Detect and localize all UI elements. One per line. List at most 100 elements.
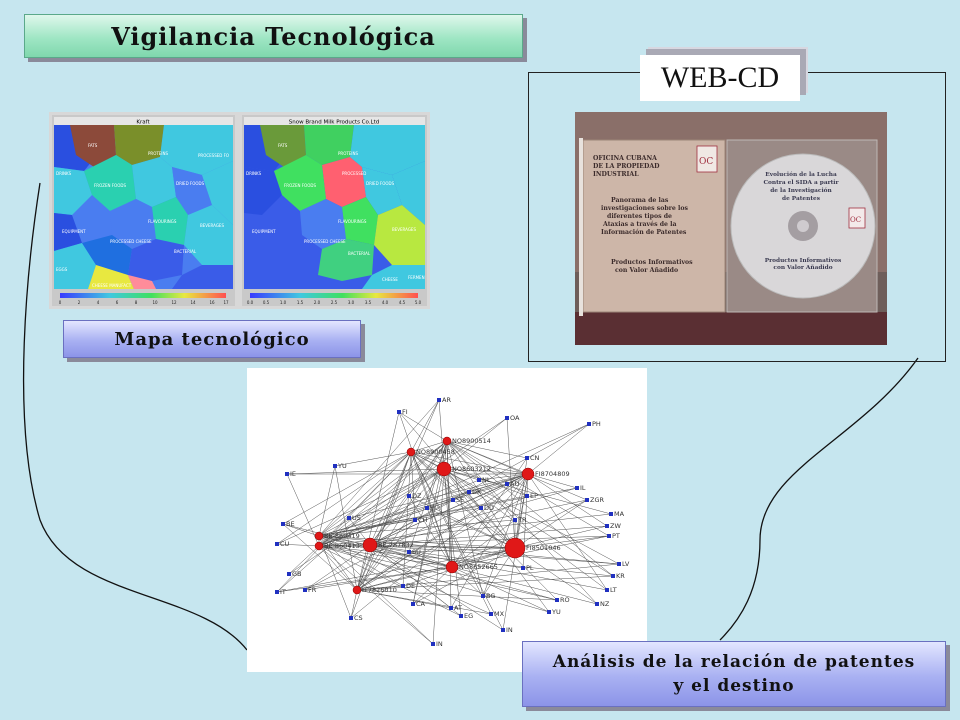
network-edge [318, 399, 440, 537]
scale-tick: 2 [78, 300, 81, 305]
network-edge [318, 535, 358, 591]
network-edge [276, 451, 412, 593]
network-edge [443, 468, 612, 515]
scale-tick: 14 [190, 300, 196, 305]
network-edge [369, 544, 524, 569]
network-edge [282, 451, 412, 525]
network-red-node [352, 585, 362, 595]
network-blue-node [617, 562, 621, 566]
network-edge [451, 519, 516, 568]
network-edge [446, 440, 610, 537]
network-red-label: FI8704809 [535, 470, 570, 478]
network-edge [451, 547, 516, 568]
network-edge [369, 544, 620, 565]
network-blue-node [303, 588, 307, 592]
network-edge [514, 525, 608, 549]
network-edge [356, 566, 453, 591]
map-region: PROTEINS [338, 151, 358, 156]
network-edge [276, 543, 320, 547]
scale-tick: 3.5 [365, 300, 372, 305]
scale-tick: 4 [97, 300, 100, 305]
scale-tick: 1.5 [297, 300, 304, 305]
network-blue-node [449, 606, 453, 610]
analisis-label: Análisis de la relación de patentes y el… [552, 652, 916, 696]
network-blue-node [411, 602, 415, 606]
network-edge [514, 535, 610, 549]
network-edge [451, 566, 550, 613]
network-edge [446, 440, 614, 577]
network-blue-node [479, 506, 483, 510]
network-blue-node [547, 610, 551, 614]
network-blue-label: PL [526, 564, 534, 572]
network-blue-node [481, 594, 485, 598]
network-edge [412, 566, 453, 605]
network-edge [318, 535, 453, 568]
scale-tick: 4.0 [382, 300, 389, 305]
network-blue-label: SU [412, 548, 421, 556]
network-red-node [314, 541, 324, 551]
map-region: FATS [88, 143, 98, 148]
map-region: DRIED FOODS [176, 181, 205, 186]
network-blue-node [505, 416, 509, 420]
network-blue-label: IL [580, 484, 586, 492]
network-edge [318, 545, 462, 617]
map-header: Snow Brand Milk Products Co.Ltd [289, 120, 380, 126]
network-edge [276, 451, 412, 545]
map-region: CHEESE [382, 277, 398, 282]
network-red-label: FI8501046 [526, 544, 561, 552]
network-blue-label: DZ [412, 492, 422, 500]
network-edge [318, 451, 412, 547]
network-edge [438, 399, 445, 470]
network-edge [318, 545, 614, 577]
network-edge [288, 468, 445, 575]
network-edge [348, 473, 529, 519]
network-edge [426, 507, 453, 568]
network-edge [514, 499, 588, 549]
case-line: diferentes tipos de [607, 213, 672, 220]
webcd-label: WEB-CD [640, 55, 800, 101]
network-edge [514, 547, 598, 605]
network-edge [318, 440, 448, 547]
network-edge [446, 440, 588, 501]
network-edge [318, 535, 371, 546]
network-blue-node [467, 490, 471, 494]
network-blue-node [575, 486, 579, 490]
network-blue-node [349, 616, 353, 620]
network-blue-node [459, 614, 463, 618]
disc-line: Evolución de la Lucha [765, 171, 837, 178]
network-blue-label: IN [506, 626, 513, 634]
network-blue-label: KR [616, 572, 625, 580]
network-blue-node [555, 598, 559, 602]
disc-line: Contra el SIDA a partir [763, 180, 839, 186]
network-blue-label: DD [484, 504, 494, 512]
case-line: DE LA PROPIEDAD [593, 163, 660, 170]
network-edge [410, 451, 516, 549]
network-blue-node [607, 534, 611, 538]
network-edge [318, 440, 448, 537]
network-edge [318, 545, 550, 613]
network-edge [318, 545, 453, 568]
network-edge [451, 566, 484, 597]
network-edge [451, 473, 529, 568]
map-region: BEVERAGES [392, 227, 416, 232]
network-red-node [445, 560, 459, 574]
scale-tick: 16 [209, 300, 215, 305]
network-edge [410, 399, 440, 453]
network-edge [446, 440, 528, 459]
network-blue-node [407, 494, 411, 498]
network-edge [408, 495, 516, 549]
network-edge [451, 535, 610, 568]
network-red-label: NO8652665 [459, 563, 498, 571]
network-blue-node [585, 498, 589, 502]
network-edge [369, 468, 445, 546]
case-line: Panorama de las [611, 197, 669, 204]
network-edge [527, 473, 608, 527]
network-edge [369, 499, 588, 546]
network-edge [356, 451, 412, 591]
network-blue-node [275, 542, 279, 546]
network-edge [408, 551, 453, 568]
network-edge [318, 473, 529, 537]
network-edge [356, 473, 529, 591]
network-red-node [406, 447, 416, 457]
